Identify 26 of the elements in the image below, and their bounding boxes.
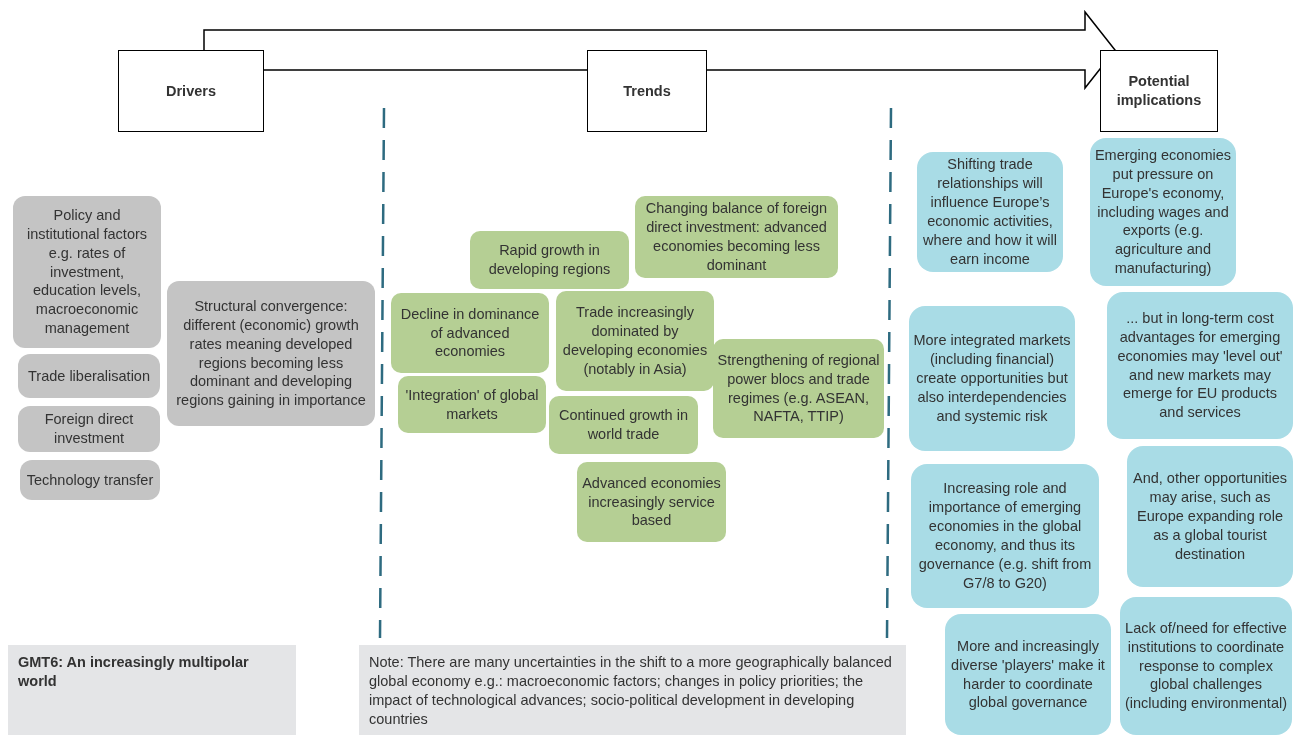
trend-box: Continued growth in world trade bbox=[549, 396, 698, 454]
trend-box: Decline in dominance of advanced economies bbox=[391, 293, 549, 373]
implication-box: And, other opportunities may arise, such as Europe expanding role as a global tourist destination bbox=[1127, 446, 1293, 587]
implication-box: Increasing role and importance of emerging economies in the global economy, and thus its governance (e.g. shift from G7/8 to G20) bbox=[911, 464, 1099, 608]
header-box: Potential implications bbox=[1100, 50, 1218, 132]
driver-box: Policy and institutional factors e.g. rates of investment, education levels, macroeconomic management bbox=[13, 196, 161, 348]
trend-box: Trade increasingly dominated by developing economies (notably in Asia) bbox=[556, 291, 714, 391]
implication-box: ... but in long-term cost advantages for emerging economies may 'level out' and new markets may emerge for EU products and services bbox=[1107, 292, 1293, 439]
implication-box: Shifting trade relationships will influence Europe’s economic activities, where and how it will earn income bbox=[917, 152, 1063, 272]
trend-box: Rapid growth in developing regions bbox=[470, 231, 629, 289]
driver-box: Trade liberalisation bbox=[18, 354, 160, 398]
trend-box: 'Integration' of global markets bbox=[398, 376, 546, 433]
driver-box: Structural convergence: different (economic) growth rates meaning developed regions becoming less dominant and developing regions gaining in importance bbox=[167, 281, 375, 426]
trend-box: Advanced economies increasingly service based bbox=[577, 462, 726, 542]
note-panel: Note: There are many uncertainties in the shift to a more geographically balanced global economy e.g.: macroeconomic factors; changes in policy priorities; the impact of technological advances; socio-political development in developing countries bbox=[359, 645, 906, 735]
trend-box: Changing balance of foreign direct investment: advanced economies becoming less dominant bbox=[635, 196, 838, 278]
implication-box: Lack of/need for effective institutions to coordinate response to complex global challenges (including environmental) bbox=[1120, 597, 1292, 735]
implication-box: More and increasingly diverse 'players' make it harder to coordinate global governance bbox=[945, 614, 1111, 735]
header-box: Trends bbox=[587, 50, 707, 132]
implication-box: More integrated markets (including financial) create opportunities but also interdependencies and systemic risk bbox=[909, 306, 1075, 451]
trend-box: Strengthening of regional power blocs and trade regimes (e.g. ASEAN, NAFTA, TTIP) bbox=[713, 339, 884, 438]
driver-box: Foreign direct investment bbox=[18, 406, 160, 452]
driver-box: Technology transfer bbox=[20, 460, 160, 500]
header-box: Drivers bbox=[118, 50, 264, 132]
title-panel: GMT6: An increasingly multipolar world bbox=[8, 645, 296, 735]
implication-box: Emerging economies put pressure on Europe's economy, including wages and exports (e.g. agriculture and manufacturing) bbox=[1090, 138, 1236, 286]
